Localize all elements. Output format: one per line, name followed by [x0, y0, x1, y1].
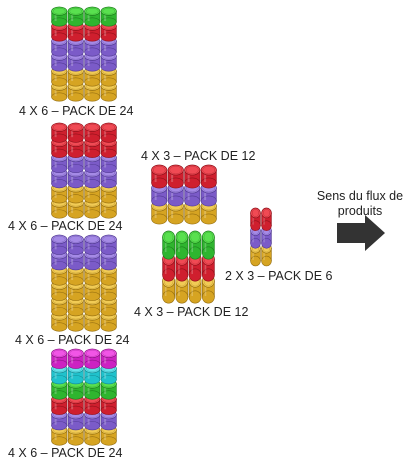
can-green [67, 6, 84, 27]
flow-label-line-2: produits [337, 204, 383, 218]
can-gold [51, 280, 68, 301]
pack-5 [151, 164, 217, 225]
can-red [184, 164, 201, 189]
can-green [202, 230, 215, 260]
can-red [250, 207, 261, 231]
can-red [67, 122, 84, 143]
pack-7 [250, 207, 272, 267]
flow-direction-label: Sens du flux de produits [310, 189, 409, 219]
can-green [51, 6, 68, 27]
can-green [162, 230, 176, 260]
pack-label-3: 4 X 6 – PACK DE 24 [15, 333, 130, 347]
can-red [151, 164, 168, 189]
pack-1 [51, 6, 117, 102]
can-purple [67, 234, 84, 255]
can-red [167, 164, 184, 189]
flow-arrow-icon [337, 215, 385, 251]
can-magenta [51, 348, 68, 369]
can-green [100, 6, 117, 27]
can-purple [84, 234, 101, 255]
can-red [162, 252, 176, 282]
pack-label-6: 4 X 3 – PACK DE 12 [134, 305, 249, 319]
can-red [84, 122, 101, 143]
can-purple [100, 36, 117, 57]
can-red [100, 122, 117, 143]
can-purple [84, 36, 101, 57]
can-magenta [100, 348, 117, 369]
can-red [51, 122, 68, 143]
pack-label-5: 4 X 3 – PACK DE 12 [141, 149, 256, 163]
can-red [200, 164, 217, 189]
can-magenta [84, 348, 101, 369]
pack-4 [51, 348, 117, 446]
pack-6 [162, 230, 215, 304]
pack-3 [51, 234, 117, 332]
can-green [188, 230, 202, 260]
can-green [175, 230, 189, 260]
pack-2 [51, 122, 117, 219]
pack-label-4: 4 X 6 – PACK DE 24 [8, 446, 123, 460]
pack-label-2: 4 X 6 – PACK DE 24 [8, 219, 123, 233]
can-red [84, 137, 101, 158]
can-purple [51, 234, 68, 255]
pack-label-1: 4 X 6 – PACK DE 24 [19, 104, 134, 118]
can-green [84, 6, 101, 27]
flow-label-line-1: Sens du flux de [316, 189, 404, 203]
pack-label-7: 2 X 3 – PACK DE 6 [225, 269, 333, 283]
can-purple [100, 234, 117, 255]
can-red [261, 207, 272, 231]
can-magenta [67, 348, 84, 369]
